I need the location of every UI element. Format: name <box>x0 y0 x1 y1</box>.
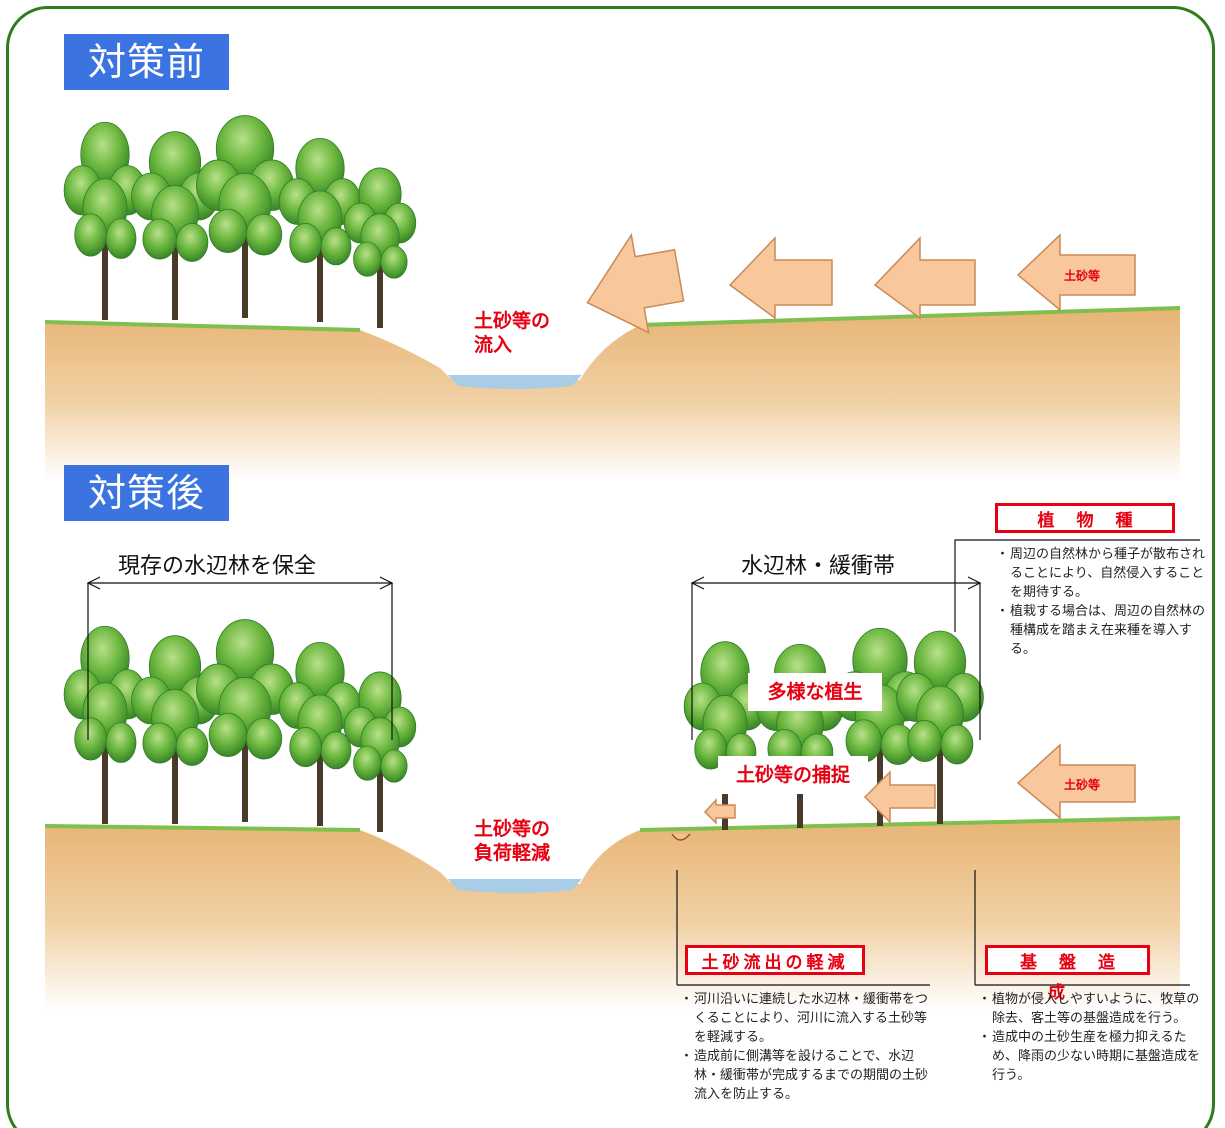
tree <box>896 630 984 824</box>
tree <box>63 625 147 824</box>
label-diverse-vegetation: 多様な植生 <box>748 673 882 711</box>
note-item: 植栽する場合は、周辺の自然林の種構成を踏まえ在来種を導入する。 <box>996 602 1206 659</box>
soil-before <box>45 308 1180 480</box>
outer-frame <box>6 6 1215 1128</box>
notes-plant-species: 周辺の自然林から種子が散布されることにより、自然侵入することを期待する。 植栽す… <box>996 545 1206 659</box>
sediment-arrows-before <box>586 233 1136 334</box>
note-item: 周辺の自然林から種子が散布されることにより、自然侵入することを期待する。 <box>996 545 1206 602</box>
box-runoff-reduction-title: 土砂流出の軽減 <box>685 945 865 975</box>
arrow-after-main <box>1016 743 1136 820</box>
grass-after-left <box>44 824 361 832</box>
water-after <box>448 879 582 893</box>
tree <box>278 642 362 826</box>
note-item: 造成中の土砂生産を極力抑えるため、降雨の少ない時期に基盤造成を行う。 <box>978 1028 1200 1085</box>
tree <box>131 635 219 824</box>
label-preserve-forest: 現存の水辺林を保全 <box>112 548 323 580</box>
note-item: 植物が侵入しやすいように、牧草の除去、客土等の基盤造成を行う。 <box>978 990 1200 1028</box>
note-item: 造成前に側溝等を設けることで、水辺林・緩衝帯が完成するまでの期間の土砂流入を防止… <box>680 1047 930 1104</box>
notes-runoff-reduction: 河川沿いに連続した水辺林・緩衝帯をつくることにより、河川に流入する土砂等を軽減す… <box>680 990 930 1104</box>
water-before <box>448 375 582 389</box>
arrow-label-after: 土砂等 <box>1064 778 1101 792</box>
trees-before <box>63 115 417 328</box>
trees-after-left <box>63 619 417 832</box>
arrow-before-4 <box>1016 233 1136 312</box>
soil-after <box>45 818 1180 1010</box>
arrow-label-before: 土砂等 <box>1064 269 1101 283</box>
heading-before: 対策前 <box>64 34 230 90</box>
arrow-after-mid <box>863 770 936 824</box>
arrow-after-small <box>703 798 736 825</box>
box-plant-species-title: 植物種 <box>995 503 1175 533</box>
dimension-preserve <box>86 576 394 740</box>
ditch <box>671 833 691 841</box>
note-item: 河川沿いに連続した水辺林・緩衝帯をつくることにより、河川に流入する土砂等を軽減す… <box>680 990 930 1047</box>
tree <box>63 121 147 320</box>
label-sediment-capture: 土砂等の捕捉 <box>718 756 868 794</box>
label-buffer-zone: 水辺林・緩衝帯 <box>735 548 902 580</box>
tree <box>278 138 362 322</box>
grass-before-left <box>44 320 361 332</box>
arrow-before-2 <box>728 236 833 320</box>
arrow-before-1 <box>586 233 685 334</box>
sediment-arrows-after <box>703 743 1136 825</box>
tree <box>343 167 417 328</box>
arrow-before-3 <box>873 236 976 320</box>
notes-ground-preparation: 植物が侵入しやすいように、牧草の除去、客土等の基盤造成を行う。 造成中の土砂生産… <box>978 990 1200 1085</box>
grass-after-right <box>639 816 1181 832</box>
label-sediment-inflow: 土砂等の 流入 <box>474 310 551 356</box>
grass-before-right <box>639 306 1181 327</box>
tree <box>196 619 294 822</box>
leader-lines <box>676 539 1200 986</box>
box-ground-preparation-title: 基盤造成 <box>985 945 1150 1003</box>
heading-after: 対策後 <box>64 465 230 521</box>
dimension-buffer <box>690 576 982 740</box>
label-load-reduction: 土砂等の 負荷軽減 <box>474 818 551 864</box>
